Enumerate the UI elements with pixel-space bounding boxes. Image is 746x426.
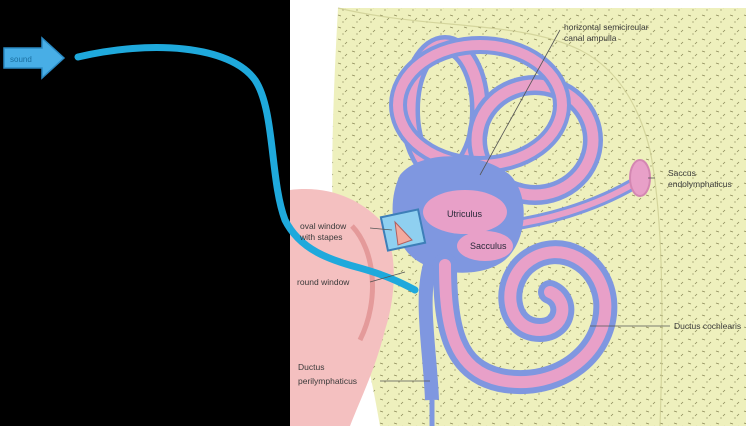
label-saccus-1: Saccus [668, 168, 696, 178]
label-ductus-perilymph-2: perilymphaticus [298, 376, 357, 386]
label-horizontal-canal-1: horizontal semicircular [564, 22, 649, 32]
sound-arrow-label: sound [10, 55, 32, 64]
label-round-window: round window [297, 277, 350, 287]
label-horizontal-canal-2: canal ampulla [564, 33, 617, 43]
label-sacculus: Sacculus [470, 241, 507, 251]
label-ductus-perilymph-1: Ductus [298, 362, 324, 372]
label-utriculus: Utriculus [447, 209, 483, 219]
perilymphatic-duct [426, 265, 432, 400]
label-saccus-2: endolymphaticus [668, 179, 732, 189]
label-oval-window-1: oval window [300, 221, 347, 231]
saccus-endolymphaticus [630, 160, 650, 196]
label-oval-window-2: with stapes [299, 232, 343, 242]
label-ductus-cochlearis: Ductus cochlearis [674, 321, 741, 331]
